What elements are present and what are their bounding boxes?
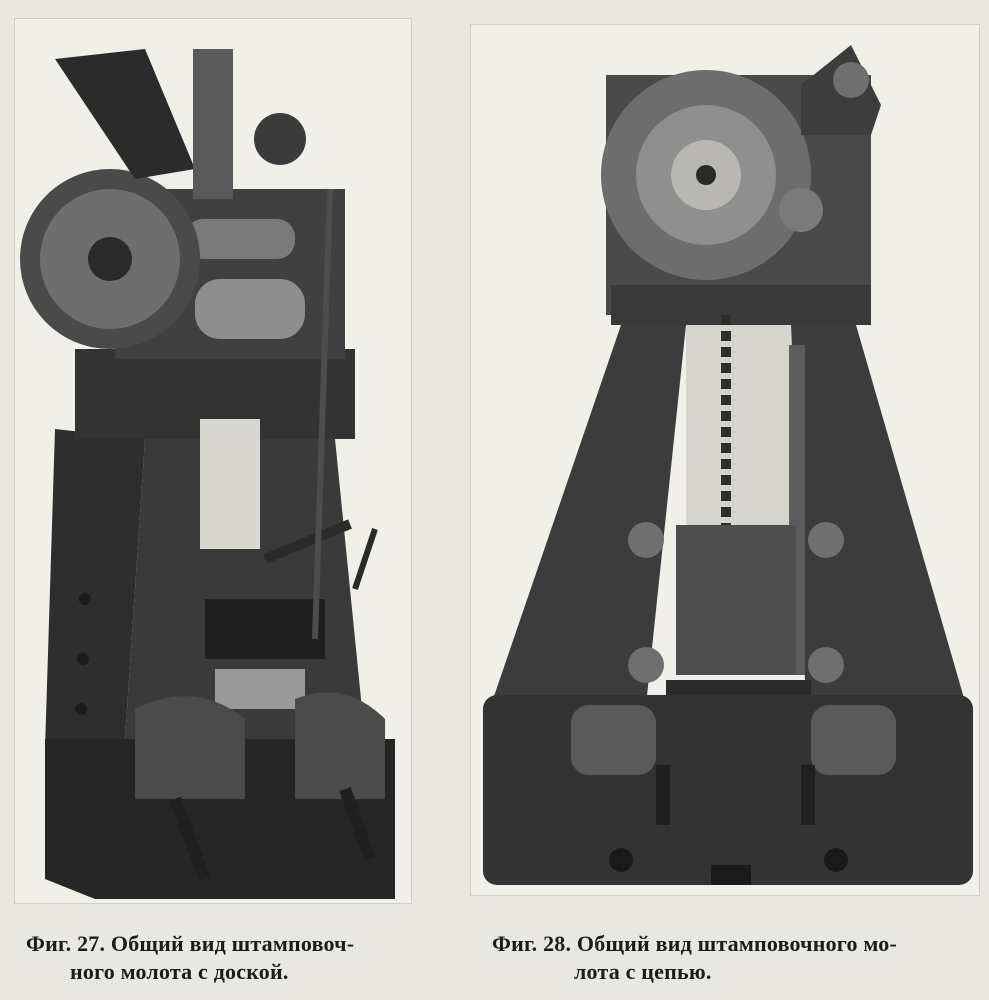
figure-28-caption-line-1: Фиг. 28. Общий вид штамповочного мо- — [492, 931, 897, 956]
board-drop-hammer-illustration — [15, 19, 411, 903]
chain-drop-hammer-illustration — [471, 25, 979, 895]
chain-drop-hammer-photo — [470, 24, 980, 896]
figure-27-caption-line-1: Фиг. 27. Общий вид штамповоч- — [26, 931, 355, 956]
figure-27 — [14, 18, 412, 910]
figure-28 — [470, 24, 980, 910]
board-drop-hammer-photo — [14, 18, 412, 904]
figure-28-caption-line-2: лота с цепью. — [574, 959, 712, 984]
figure-27-caption-line-2: ного молота с доской. — [70, 959, 289, 984]
figure-28-caption: Фиг. 28. Общий вид штамповочного мо- лот… — [492, 930, 972, 986]
figure-27-caption: Фиг. 27. Общий вид штамповоч- ного молот… — [26, 930, 426, 986]
